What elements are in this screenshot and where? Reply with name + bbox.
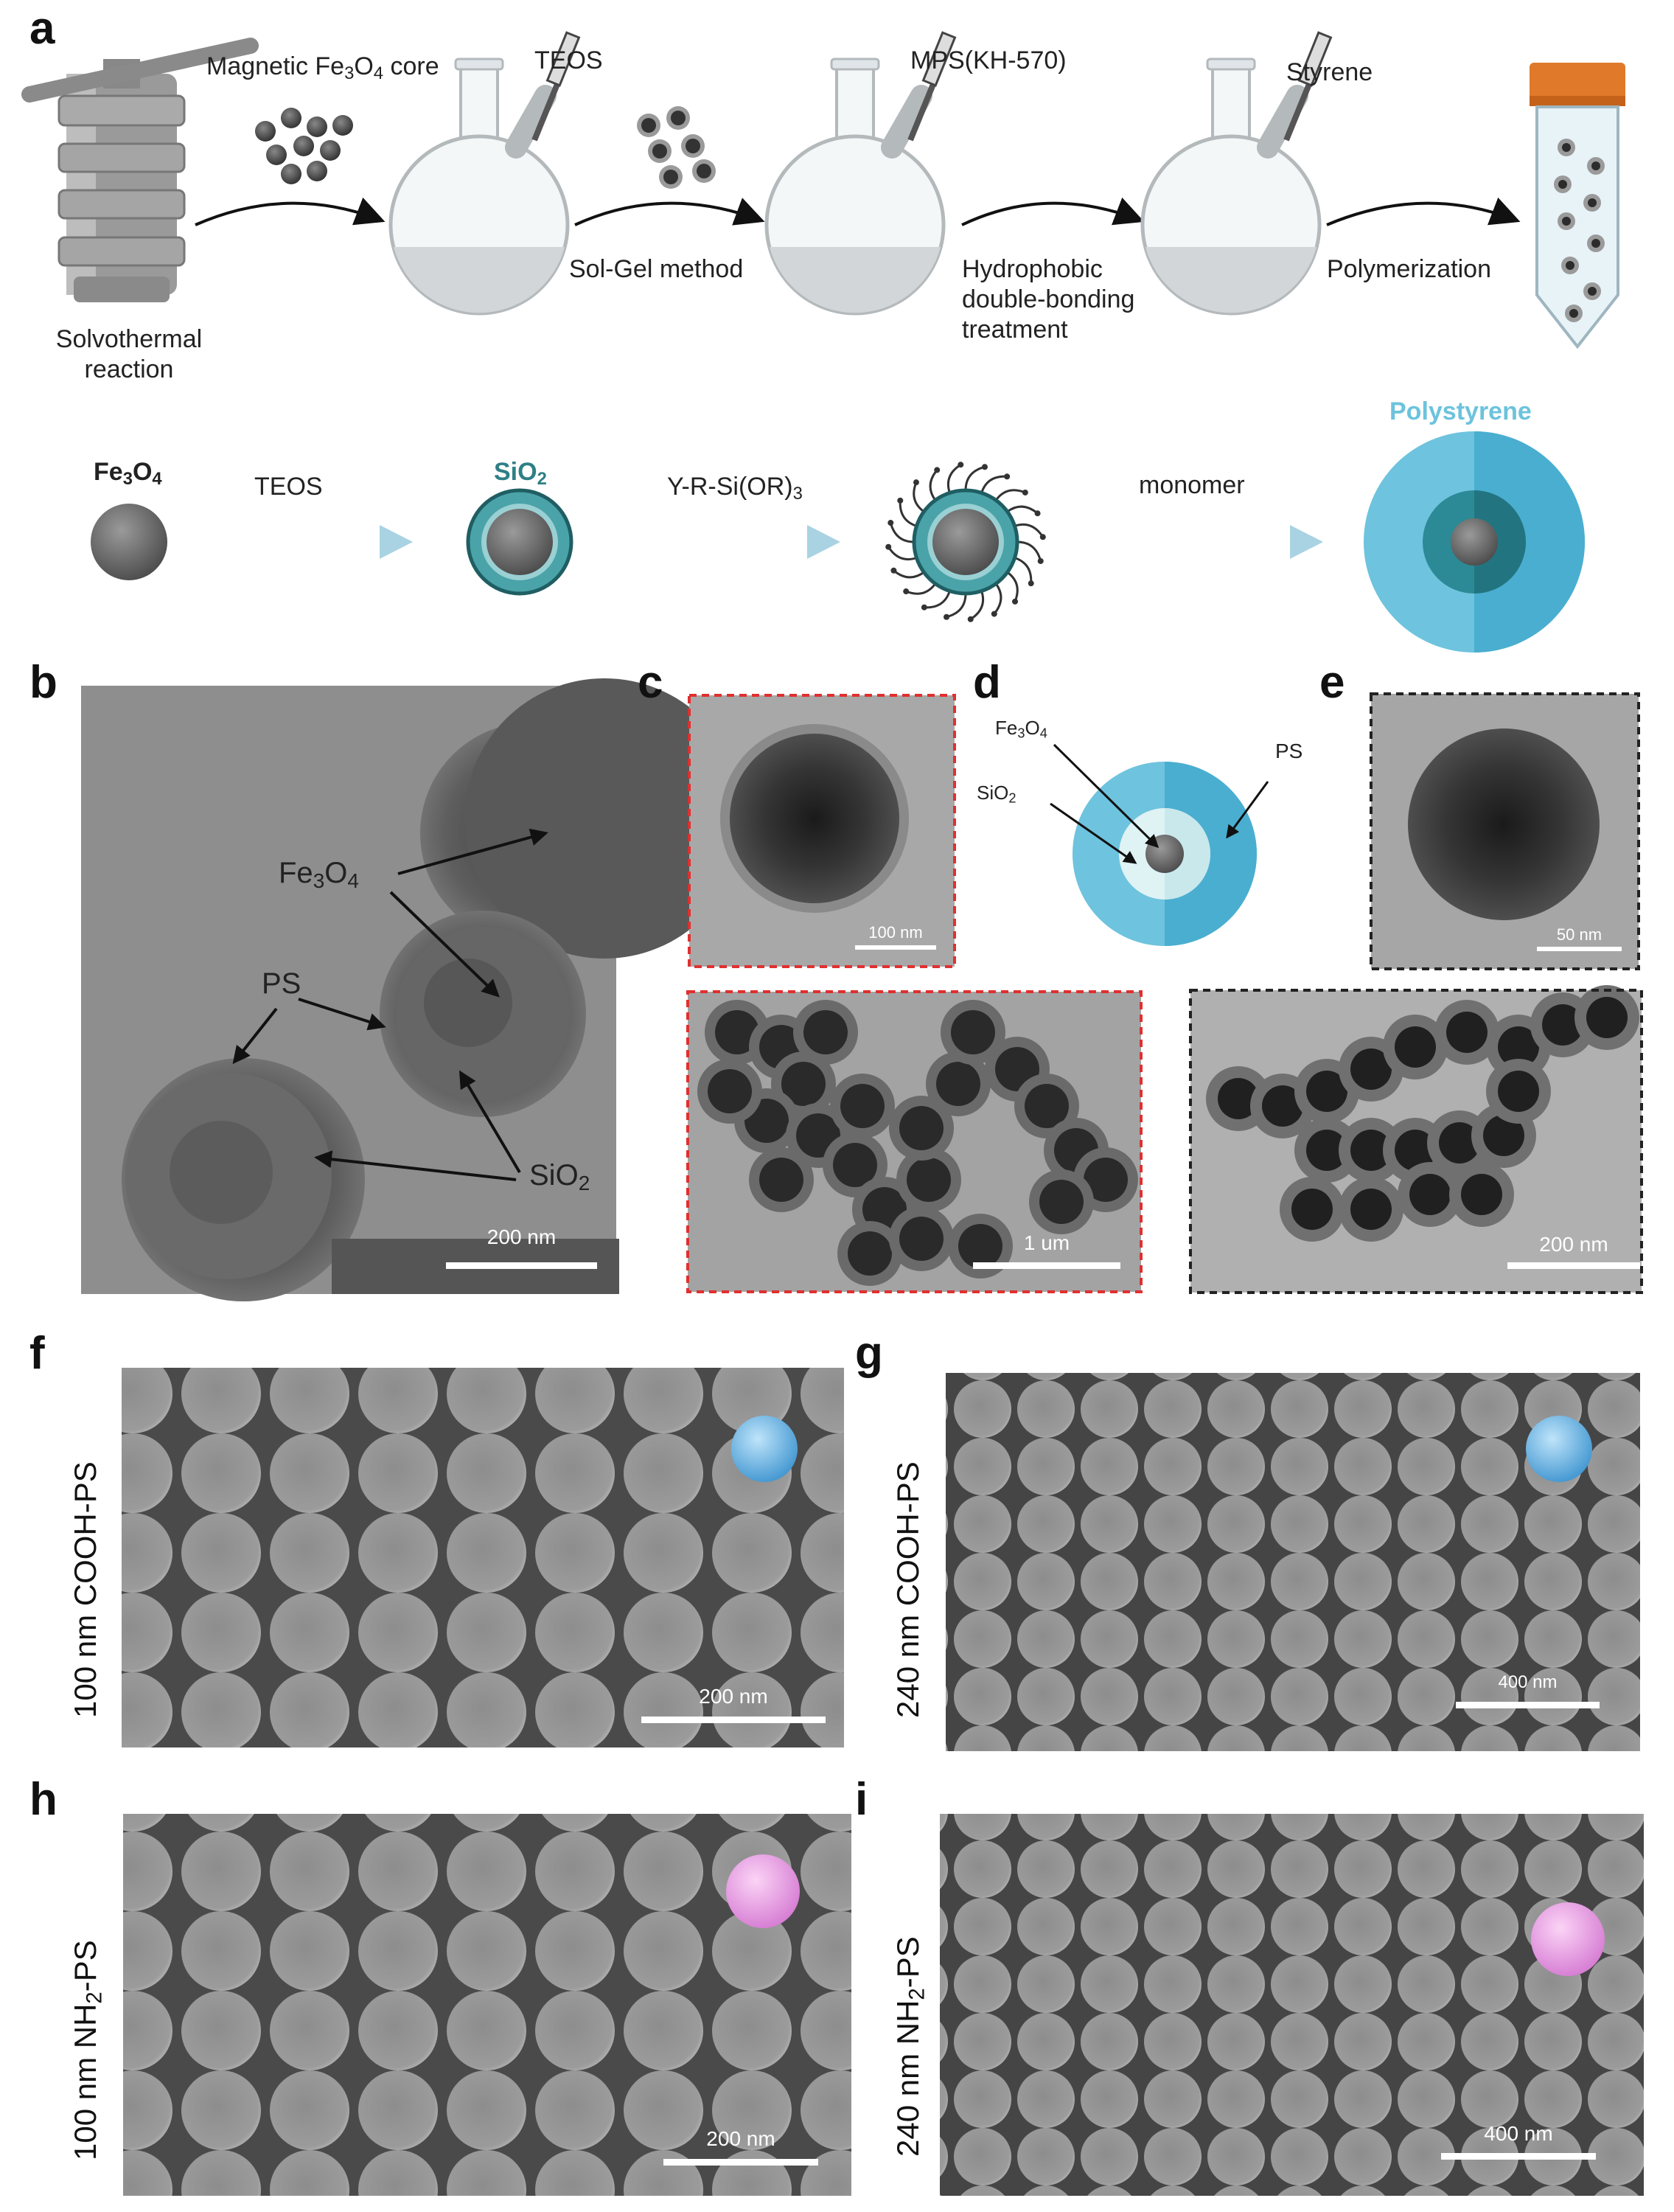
- scale-bar-c-bottom: [973, 1262, 1120, 1269]
- autoclave-icon: [21, 38, 259, 302]
- label-h: 100 nm NH2-PS: [68, 1940, 107, 2160]
- label-solgel: Sol-Gel method: [569, 255, 744, 283]
- polystyrene-coated-sphere-icon: [1364, 431, 1585, 653]
- label-teos-bottom: TEOS: [254, 473, 323, 501]
- cooh-bead-icon: [1526, 1416, 1592, 1482]
- panel-label-i: i: [855, 1774, 868, 1825]
- flask-icon: [1140, 31, 1333, 316]
- label-sio2-bottom: SiO2: [494, 458, 547, 489]
- panel-label-f: f: [29, 1328, 45, 1379]
- scale-bar-i: [1441, 2153, 1596, 2160]
- label-d-fe3o4: Fe3O4: [995, 717, 1047, 741]
- functionalized-sphere-icon: [885, 462, 1046, 622]
- label-f: 100 nm COOH-PS: [68, 1461, 102, 1718]
- label-d-ps: PS: [1275, 740, 1303, 762]
- label-polymerization: Polymerization: [1327, 255, 1491, 283]
- scale-label-c-top: 100 nm: [868, 923, 923, 942]
- tem-image-c-top: [688, 694, 956, 968]
- scale-bar-g: [1456, 1702, 1600, 1708]
- label-magnetic-core: Magnetic Fe3O4 core: [206, 52, 439, 83]
- fe3o4-core-particles-icon: [255, 108, 353, 184]
- sem-image-i: [940, 1814, 1644, 2196]
- label-g: 240 nm COOH-PS: [890, 1461, 925, 1718]
- panel-label-g: g: [855, 1328, 883, 1379]
- panel-label-a: a: [29, 3, 55, 54]
- nh2-bead-icon: [1531, 1902, 1605, 1976]
- sem-image-f: [122, 1368, 844, 1747]
- scale-label-c-bottom: 1 um: [1023, 1231, 1070, 1254]
- tem-image-e-bottom: [1190, 985, 1642, 1293]
- fe3o4-sphere-icon: [91, 504, 167, 580]
- label-mps: MPS(KH-570): [910, 46, 1067, 74]
- scale-bar-b: [446, 1262, 597, 1269]
- label-silane: Y-R-Si(OR)3: [667, 473, 803, 504]
- scale-label-e-top: 50 nm: [1556, 925, 1602, 944]
- panel-label-d: d: [973, 657, 1001, 708]
- nh2-bead-icon: [726, 1854, 800, 1928]
- label-d-sio2: SiO2: [977, 782, 1016, 806]
- sem-image-g: [946, 1373, 1640, 1751]
- panel-label-b: b: [29, 657, 57, 708]
- scale-label-i: 400 nm: [1484, 2122, 1553, 2145]
- panel-label-c: c: [638, 657, 663, 708]
- label-b-fe3o4: Fe3O4: [279, 857, 359, 892]
- label-i: 240 nm NH2-PS: [890, 1936, 930, 2157]
- sem-image-h: [123, 1814, 851, 2196]
- coated-particles-icon: [637, 106, 716, 189]
- scale-label-h: 200 nm: [706, 2127, 775, 2150]
- label-monomer: monomer: [1139, 471, 1245, 499]
- label-teos-top: TEOS: [534, 46, 603, 74]
- label-b-ps: PS: [262, 967, 301, 1000]
- scale-label-e-bottom: 200 nm: [1539, 1233, 1608, 1256]
- core-shell-schematic-d: [1050, 743, 1269, 946]
- sio2-coated-sphere-icon: [466, 488, 573, 596]
- label-fe3o4: Fe3O4: [94, 458, 162, 489]
- panel-label-h: h: [29, 1774, 57, 1825]
- scale-label-g: 400 nm: [1498, 1672, 1558, 1692]
- label-b-sio2: SiO2: [529, 1159, 590, 1194]
- scale-label-b: 200 nm: [486, 1225, 557, 1248]
- label-styrene: Styrene: [1286, 58, 1373, 86]
- tem-image-b: [81, 678, 744, 1301]
- cooh-bead-icon: [731, 1416, 798, 1482]
- scale-label-f: 200 nm: [699, 1685, 768, 1708]
- flask-icon: [388, 31, 581, 316]
- scale-bar-c-top: [855, 945, 936, 950]
- flask-icon: [764, 31, 957, 316]
- label-polystyrene: Polystyrene: [1389, 397, 1532, 425]
- scale-bar-e-bottom: [1507, 1262, 1640, 1269]
- tem-image-e-top: [1370, 692, 1640, 970]
- scale-bar-e-top: [1537, 947, 1622, 951]
- panel-label-e: e: [1319, 657, 1345, 708]
- scale-bar-f: [641, 1717, 826, 1723]
- centrifuge-tube-icon: [1530, 63, 1625, 349]
- scale-bar-h: [663, 2159, 818, 2166]
